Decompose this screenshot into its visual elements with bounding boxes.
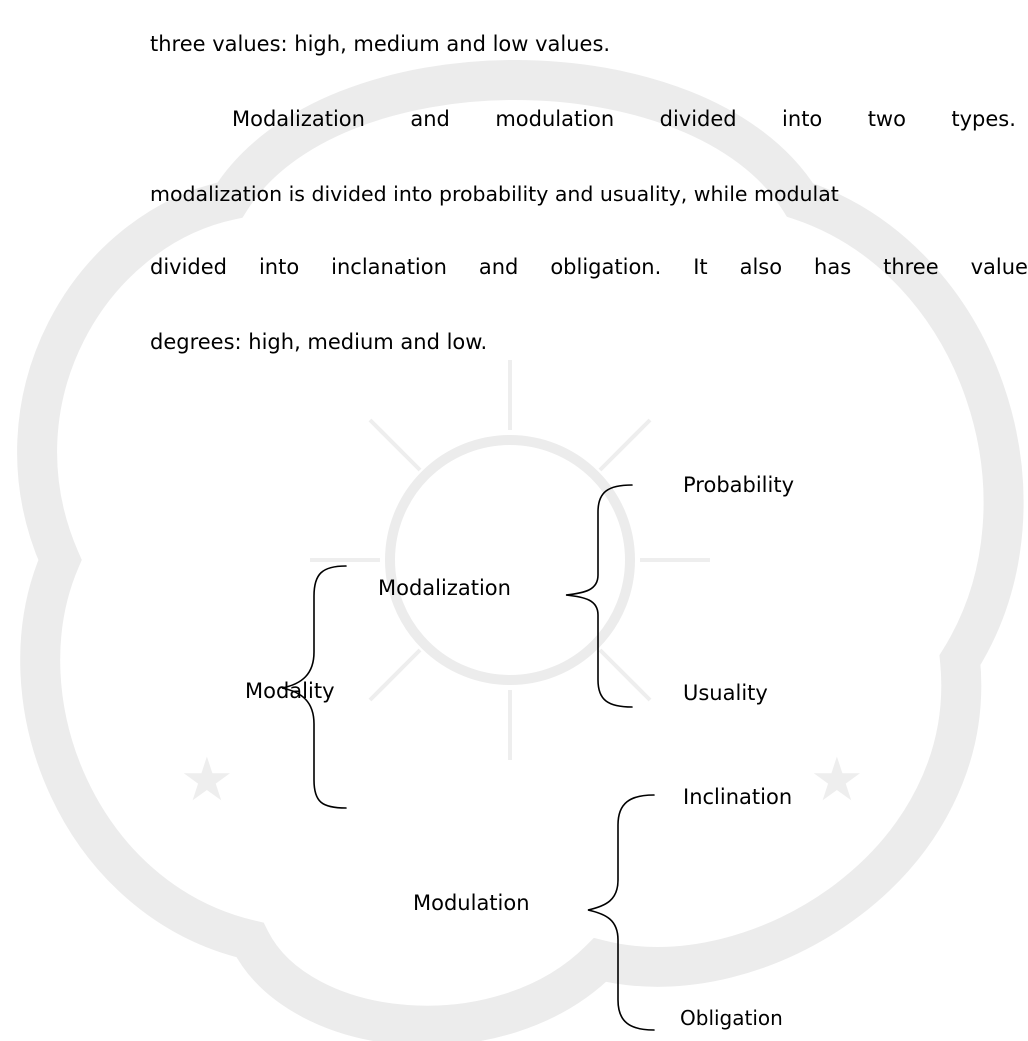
word: modulation [495,107,615,131]
word: Modalization [232,107,365,131]
word: three [883,255,939,279]
diagram-modulation-label: Modulation [413,891,530,915]
diagram-modalization-label: Modalization [378,576,511,600]
paragraph-line-1: three values: high, medium and low value… [150,32,611,56]
word: inclanation [331,255,447,279]
diagram-usuality-label: Usuality [683,681,768,705]
word: two [867,107,906,131]
diagram-modality-label: Modality [245,679,335,703]
paragraph-line-2: Modalization and modulation divided into… [232,105,1016,133]
word: has [814,255,852,279]
brace-modulation [587,794,655,1031]
paragraph-line-3: modalization is divided into probability… [150,182,839,206]
svg-text:★: ★ [810,745,864,815]
diagram-inclination-label: Inclination [683,785,793,809]
word: divided [150,255,228,279]
diagram-probability-label: Probability [683,473,795,497]
word: types. [951,107,1016,131]
word: into [782,107,823,131]
word: into [258,255,300,279]
svg-text:★: ★ [180,745,234,815]
brace-modality [281,565,347,809]
word: and [478,255,519,279]
word: value [970,255,1028,279]
word: also [739,255,783,279]
paragraph-line-4: divided into inclanation and obligation.… [150,253,1028,281]
word: It [693,255,708,279]
diagram-obligation-label: Obligation [680,1006,783,1030]
word: divided [659,107,737,131]
brace-modalization [565,484,633,708]
paragraph-line-5: degrees: high, medium and low. [150,330,488,354]
word: obligation. [550,255,662,279]
word: and [410,107,450,131]
